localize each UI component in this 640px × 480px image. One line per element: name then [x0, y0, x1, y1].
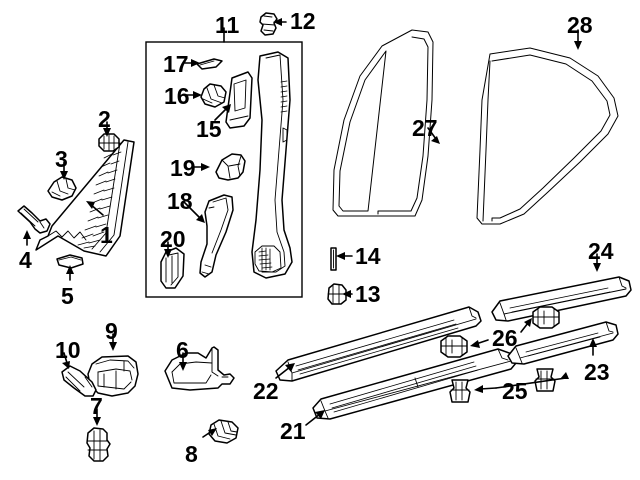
callout-label-23: 23 [584, 359, 610, 385]
part-retainer-clip [47, 176, 77, 201]
part-a-pillar-trim [35, 139, 135, 257]
part-garnish-clip [200, 83, 227, 108]
part-trim-strip [330, 247, 337, 271]
part-rear-sill-plate-right [507, 321, 619, 365]
callout-label-28: 28 [567, 12, 593, 38]
part-belt-guide-cover [215, 153, 246, 181]
part-sill-plate-push-pin-b [534, 368, 556, 392]
callout-label-14: 14 [355, 243, 381, 269]
part-b-pillar-lower-garnish [199, 194, 234, 278]
callout-label-26: 26 [492, 325, 518, 351]
callout-label-18: 18 [167, 188, 193, 214]
callout-label-16: 16 [164, 83, 190, 109]
callout-label-8: 8 [185, 441, 198, 467]
part-pillar-top-clip [259, 12, 278, 36]
leader-lines [23, 18, 601, 438]
part-b-pillar-main-trim [251, 51, 293, 279]
part-oval-cover-cap [56, 254, 84, 269]
callout-label-20: 20 [160, 226, 186, 252]
part-b-pillar-upper-garnish [225, 71, 253, 129]
callout-label-4: 4 [19, 247, 32, 273]
part-screw-grommet [17, 205, 51, 234]
part-rear-door-weatherstrip [476, 47, 619, 225]
callout-label-25: 25 [502, 378, 528, 404]
callout-label-11: 11 [215, 12, 240, 38]
callout-label-22: 22 [253, 378, 279, 404]
callout-label-5: 5 [61, 283, 74, 309]
part-front-door-weatherstrip [332, 29, 434, 217]
part-sill-plate-retainer-b [532, 306, 560, 329]
part-sill-plate-clip [327, 283, 347, 305]
callout-label-27: 27 [412, 115, 438, 141]
callout-label-21: 21 [280, 418, 306, 444]
callout-label-7: 7 [90, 393, 103, 419]
callout-label-24: 24 [588, 238, 614, 264]
part-cowl-trim-clip [208, 419, 239, 444]
callout-label-17: 17 [163, 51, 189, 77]
callout-label-3: 3 [55, 146, 68, 172]
callout-label-13: 13 [355, 281, 381, 307]
callout-label-9: 9 [105, 318, 118, 344]
callout-label-10: 10 [55, 337, 81, 363]
part-anchor-cover [160, 247, 185, 289]
part-sill-plate-retainer-a [440, 335, 468, 358]
part-rear-sill-plate-left [491, 276, 632, 322]
part-upper-trim-clip [98, 133, 120, 152]
callout-label-2: 2 [98, 106, 111, 132]
callout-label-12: 12 [290, 8, 316, 34]
part-lower-clip [86, 427, 111, 462]
callout-label-6: 6 [176, 337, 189, 363]
part-release-handle [61, 365, 97, 397]
part-seal-strip [196, 58, 223, 70]
callout-label-15: 15 [196, 116, 222, 142]
callout-label-19: 19 [170, 155, 196, 181]
callout-label-1: 1 [100, 222, 113, 248]
part-sill-plate-push-pin-a [449, 379, 471, 403]
